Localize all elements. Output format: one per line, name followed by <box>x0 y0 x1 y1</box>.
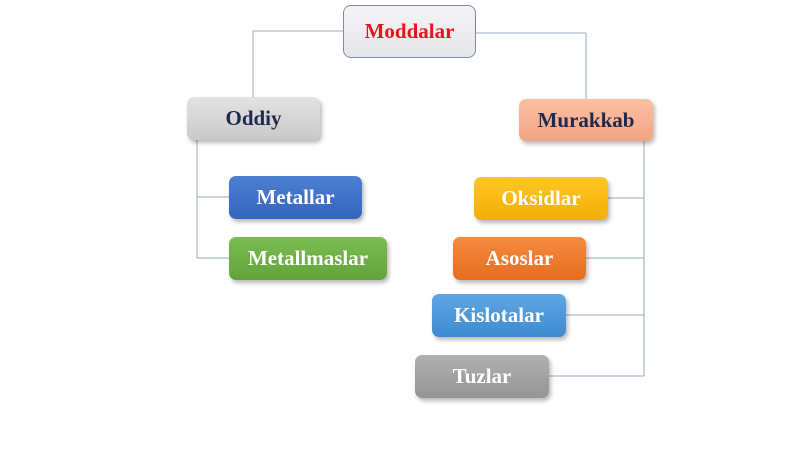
leaf-label-metallar: Metallar <box>256 185 335 209</box>
leaf-node-asoslar: Asoslar <box>453 237 586 280</box>
leaf-label-kislotalar: Kislotalar <box>454 303 544 327</box>
leaf-label-oksidlar: Oksidlar <box>501 186 581 210</box>
branch-label-oddiy: Oddiy <box>225 106 282 130</box>
leaf-label-asoslar: Asoslar <box>485 246 554 270</box>
root-node-moddalar: Moddalar <box>343 5 476 58</box>
leaf-label-metallmaslar: Metallmaslar <box>247 246 369 270</box>
leaf-node-kislotalar: Kislotalar <box>432 294 566 337</box>
leaf-node-metallmaslar: Metallmaslar <box>229 237 387 280</box>
branch-node-murakkab: Murakkab <box>519 99 653 141</box>
leaf-node-tuzlar: Tuzlar <box>415 355 549 398</box>
leaf-node-metallar: Metallar <box>229 176 362 219</box>
root-label: Moddalar <box>364 19 455 43</box>
branch-node-oddiy: Oddiy <box>187 97 320 140</box>
branch-label-murakkab: Murakkab <box>537 107 635 132</box>
leaf-label-tuzlar: Tuzlar <box>452 364 512 388</box>
leaf-node-oksidlar: Oksidlar <box>474 177 608 220</box>
